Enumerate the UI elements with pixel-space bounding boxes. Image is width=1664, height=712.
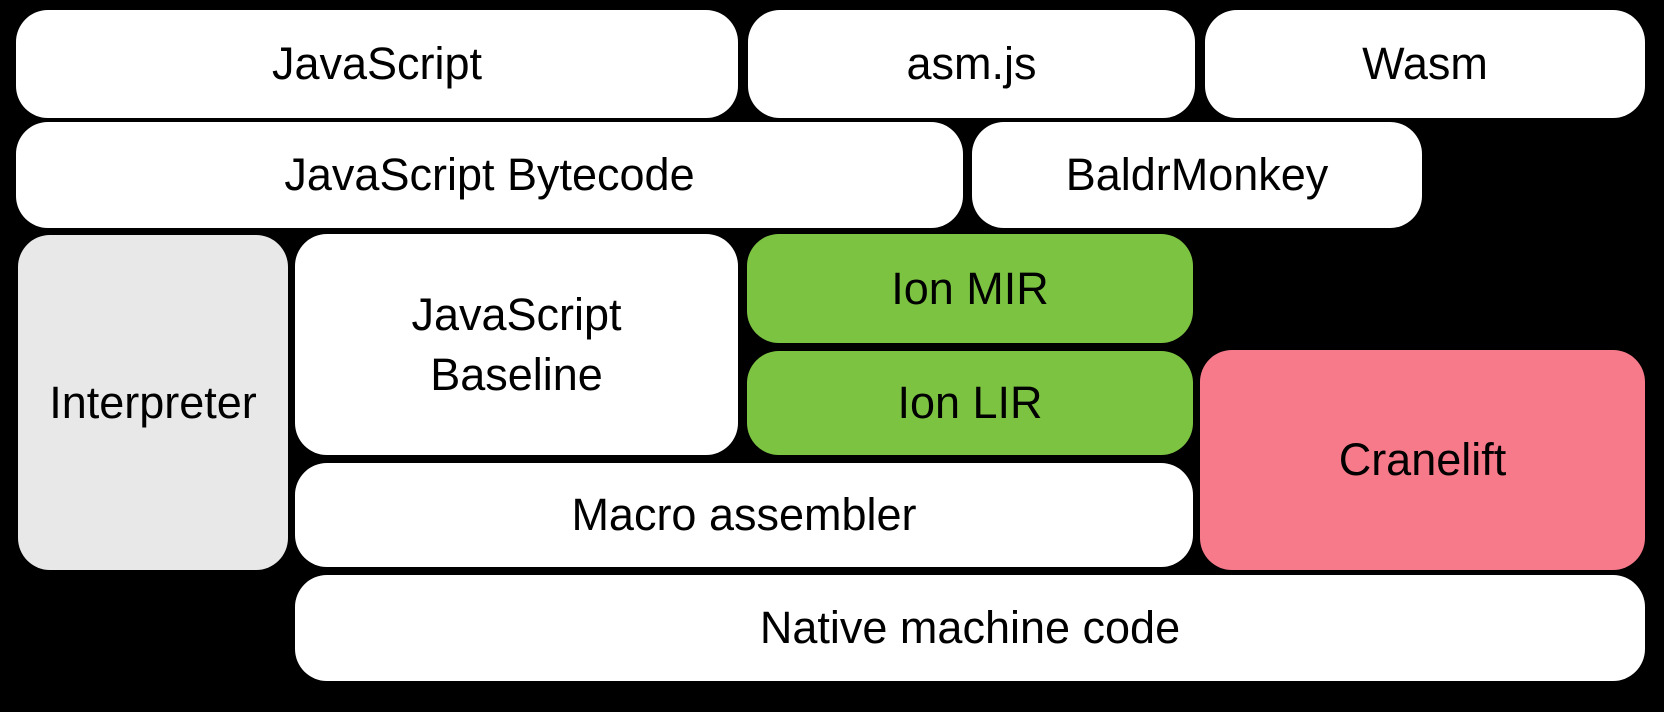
box-javascript-bytecode-label: JavaScript Bytecode	[284, 149, 695, 200]
box-javascript-baseline: JavaScript Baseline	[295, 234, 738, 455]
box-wasm-label: Wasm	[1362, 38, 1488, 89]
box-javascript-baseline-label: JavaScript Baseline	[411, 288, 622, 400]
box-native-machine-code-label: Native machine code	[759, 602, 1181, 653]
box-javascript: JavaScript	[16, 10, 738, 118]
box-interpreter-label: Interpreter	[49, 376, 257, 428]
box-baldrmonkey-label: BaldrMonkey	[1065, 149, 1329, 200]
box-interpreter: Interpreter	[18, 235, 288, 570]
box-cranelift: Cranelift	[1200, 350, 1645, 570]
box-wasm: Wasm	[1205, 10, 1645, 118]
box-asmjs: asm.js	[748, 10, 1195, 118]
box-cranelift-label: Cranelift	[1338, 434, 1507, 485]
box-ion-lir: Ion LIR	[747, 351, 1193, 455]
box-javascript-bytecode: JavaScript Bytecode	[16, 122, 963, 228]
box-macro-assembler: Macro assembler	[295, 463, 1193, 567]
box-ion-mir-label: Ion MIR	[891, 262, 1049, 314]
box-macro-assembler-label: Macro assembler	[571, 489, 917, 540]
box-baldrmonkey: BaldrMonkey	[972, 122, 1422, 228]
box-ion-lir-label: Ion LIR	[897, 377, 1043, 428]
box-native-machine-code: Native machine code	[295, 575, 1645, 681]
box-asmjs-label: asm.js	[906, 38, 1037, 89]
box-javascript-label: JavaScript	[271, 38, 483, 89]
box-ion-mir: Ion MIR	[747, 234, 1193, 343]
